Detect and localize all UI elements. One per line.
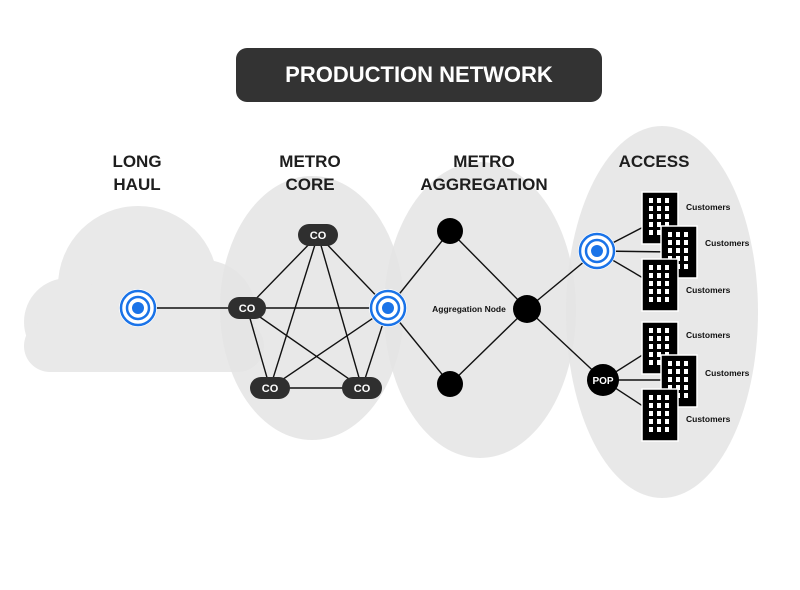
metro-aggregation-node xyxy=(437,371,463,397)
segment-label-long-haul: LONG HAUL xyxy=(97,150,177,196)
co-node: CO xyxy=(298,224,338,246)
co-node-label: CO xyxy=(239,303,256,315)
customer-buildings: CustomersCustomersCustomersCustomersCust… xyxy=(641,191,750,442)
building-icon xyxy=(641,258,679,312)
segment-label-line: LONG xyxy=(112,152,162,171)
co-node: CO xyxy=(228,297,266,319)
metro-aggregation-node xyxy=(437,218,463,244)
aggregation-node xyxy=(513,295,541,323)
radio-node-icon xyxy=(578,232,616,270)
segment-label-line: METRO xyxy=(279,152,341,171)
co-node-label: CO xyxy=(354,383,371,395)
building-icon xyxy=(641,388,679,442)
customers-label: Customers xyxy=(686,202,731,212)
co-node-label: CO xyxy=(262,383,279,395)
radio-node-icon xyxy=(369,289,407,327)
customers-label: Customers xyxy=(686,330,731,340)
co-node: CO xyxy=(342,377,382,399)
customers-label: Customers xyxy=(686,414,731,424)
pop-node: POP xyxy=(587,364,619,396)
aggregation-node-label: Aggregation Node xyxy=(432,304,506,314)
segment-label-line: HAUL xyxy=(113,175,161,194)
building-icon xyxy=(641,321,679,375)
segment-label-metro-core: METRO CORE xyxy=(260,150,360,196)
metro-aggregation-zone xyxy=(384,162,576,458)
segment-label-metro-aggregation: METRO AGGREGATION xyxy=(414,150,554,196)
co-node-label: CO xyxy=(310,230,327,242)
segment-label-line: METRO xyxy=(453,152,515,171)
segment-label-access: ACCESS xyxy=(604,150,704,173)
customers-label: Customers xyxy=(705,238,750,248)
access-zone xyxy=(566,126,758,498)
pop-node-label: POP xyxy=(592,376,613,387)
segment-label-line: ACCESS xyxy=(618,152,690,171)
page-title: PRODUCTION NETWORK xyxy=(236,48,602,102)
customers-label: Customers xyxy=(705,368,750,378)
segment-label-line: CORE xyxy=(285,175,335,194)
segment-label-line: AGGREGATION xyxy=(420,175,548,194)
radio-node-icon xyxy=(119,289,157,327)
co-node: CO xyxy=(250,377,290,399)
customers-label: Customers xyxy=(686,285,731,295)
